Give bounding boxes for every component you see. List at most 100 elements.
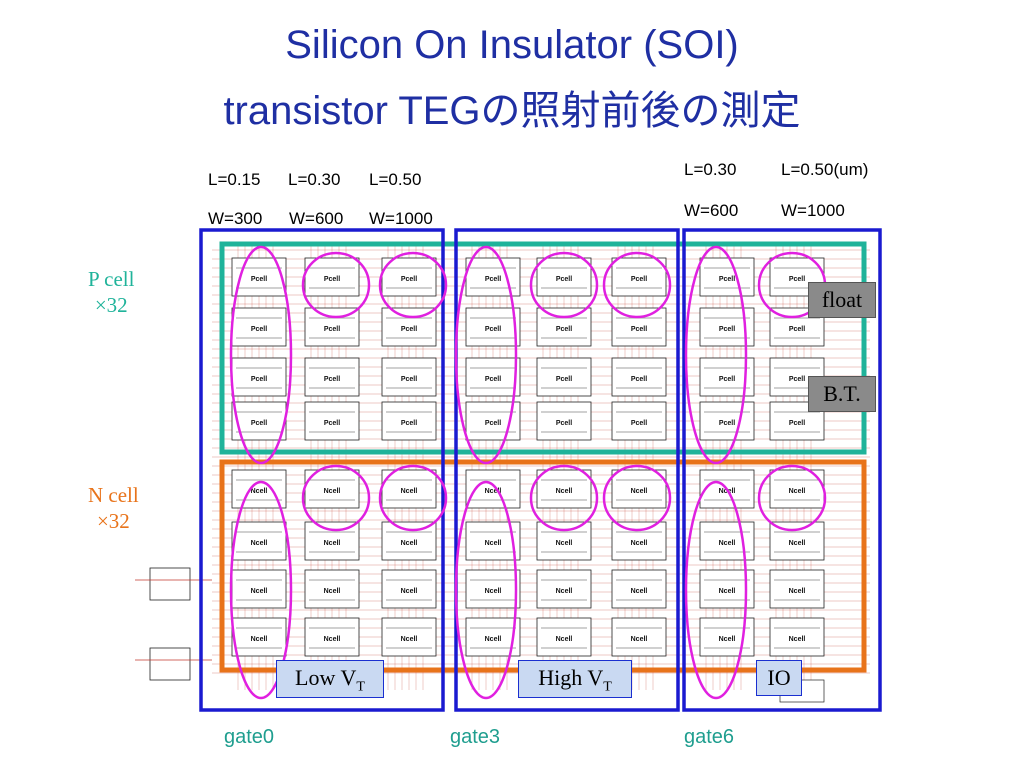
cell-name: Ncell xyxy=(485,540,502,547)
transistor-cell xyxy=(611,401,667,441)
transistor-cell xyxy=(304,357,360,397)
param-right-l-0-30: L=0.30 xyxy=(684,160,737,179)
cell-name: Pcell xyxy=(485,276,501,283)
cell-name: Ncell xyxy=(556,588,573,595)
p-cell-label: P cell ×32 xyxy=(88,266,134,318)
transistor-cell xyxy=(536,357,592,397)
transistor-cell xyxy=(381,469,437,509)
cell-name: Pcell xyxy=(719,420,735,427)
cell-name: Pcell xyxy=(719,276,735,283)
transistor-cell xyxy=(536,617,592,657)
cell-name: Pcell xyxy=(631,276,647,283)
cell-name: Ncell xyxy=(556,540,573,547)
high-vt-tag: High VT xyxy=(518,660,632,698)
transistor-cell xyxy=(611,617,667,657)
group-ellipse-circle xyxy=(301,251,371,319)
gate6-box xyxy=(682,228,882,712)
transistor-cell xyxy=(611,569,667,609)
transistor-cell xyxy=(231,569,287,609)
cell-name: Ncell xyxy=(556,636,573,643)
cell-name: Pcell xyxy=(556,276,572,283)
high-vt-text: High V xyxy=(538,665,604,690)
cell-name: Pcell xyxy=(324,376,340,383)
group-ellipse-tall xyxy=(229,480,293,700)
transistor-cell xyxy=(231,469,287,509)
cell-name: Pcell xyxy=(401,326,417,333)
float-tag: float xyxy=(808,282,876,318)
transistor-cell xyxy=(536,257,592,297)
param-l-0-50: L=0.50 xyxy=(369,170,422,189)
param-right-w-1000: W=1000 xyxy=(781,201,845,220)
cell-name: Ncell xyxy=(485,636,502,643)
cell-name: Pcell xyxy=(631,420,647,427)
transistor-cell xyxy=(536,521,592,561)
cell-name: Pcell xyxy=(556,420,572,427)
cell-name: Pcell xyxy=(719,326,735,333)
p-cell-box xyxy=(219,241,867,455)
param-right-l-0-50: L=0.50(um) xyxy=(781,160,869,179)
transistor-cell xyxy=(465,569,521,609)
transistor-cell xyxy=(465,307,521,347)
transistor-cell xyxy=(381,257,437,297)
cell-name: Ncell xyxy=(324,488,341,495)
cell-name: Ncell xyxy=(631,636,648,643)
cell-name: Pcell xyxy=(789,326,805,333)
param-w-600: W=600 xyxy=(289,209,344,228)
group-ellipse-circle xyxy=(602,464,672,532)
n-cell-label: N cell ×32 xyxy=(88,482,139,534)
cell-name: Ncell xyxy=(789,588,806,595)
cell-name: Pcell xyxy=(789,420,805,427)
transistor-cell xyxy=(304,257,360,297)
cell-name: Ncell xyxy=(251,588,268,595)
param-right-w-600: W=600 xyxy=(684,201,739,220)
group-ellipse-circle xyxy=(378,251,448,319)
cell-name: Ncell xyxy=(556,488,573,495)
transistor-cell xyxy=(536,469,592,509)
cell-name: Ncell xyxy=(719,636,736,643)
cell-name: Ncell xyxy=(789,540,806,547)
pad-block xyxy=(149,647,191,681)
param-w-1000: W=1000 xyxy=(369,209,433,228)
cell-name: Pcell xyxy=(719,376,735,383)
transistor-cell xyxy=(381,401,437,441)
cell-name: Ncell xyxy=(789,488,806,495)
param-l-0-30: L=0.30 xyxy=(288,170,341,189)
param-l-0-15: L=0.15 xyxy=(208,170,261,189)
cell-name: Pcell xyxy=(556,376,572,383)
title-line-2: transistor TEGの照射前後の測定 xyxy=(223,89,801,133)
gate0-box xyxy=(199,228,445,712)
transistor-cell xyxy=(304,469,360,509)
title-line-1: Silicon On Insulator (SOI) xyxy=(285,23,739,67)
cell-name: Ncell xyxy=(324,588,341,595)
transistor-cell xyxy=(231,617,287,657)
transistor-cell xyxy=(381,569,437,609)
transistor-cell xyxy=(611,469,667,509)
group-ellipse-circle xyxy=(529,464,599,532)
cell-name: Ncell xyxy=(485,588,502,595)
cell-name: Pcell xyxy=(485,326,501,333)
transistor-cell xyxy=(699,401,755,441)
transistor-cell xyxy=(536,401,592,441)
cell-name: Ncell xyxy=(485,488,502,495)
transistor-cell xyxy=(304,401,360,441)
group-ellipse-circle xyxy=(301,464,371,532)
bt-tag: B.T. xyxy=(808,376,876,412)
cell-name: Pcell xyxy=(631,326,647,333)
transistor-cell xyxy=(769,617,825,657)
transistor-cell xyxy=(381,357,437,397)
param-w-300: W=300 xyxy=(208,209,263,228)
cell-name: Pcell xyxy=(251,376,267,383)
io-tag: IO xyxy=(756,660,802,696)
low-vt-text: Low V xyxy=(295,665,357,690)
cell-name: Pcell xyxy=(401,420,417,427)
group-ellipse-circle xyxy=(529,251,599,319)
cell-name: Ncell xyxy=(401,636,418,643)
cell-name: Pcell xyxy=(485,376,501,383)
cell-name: Pcell xyxy=(251,326,267,333)
group-ellipse-tall xyxy=(454,480,518,700)
cell-name: Ncell xyxy=(719,540,736,547)
transistor-cell xyxy=(304,569,360,609)
cell-name: Ncell xyxy=(401,488,418,495)
cell-name: Ncell xyxy=(719,588,736,595)
